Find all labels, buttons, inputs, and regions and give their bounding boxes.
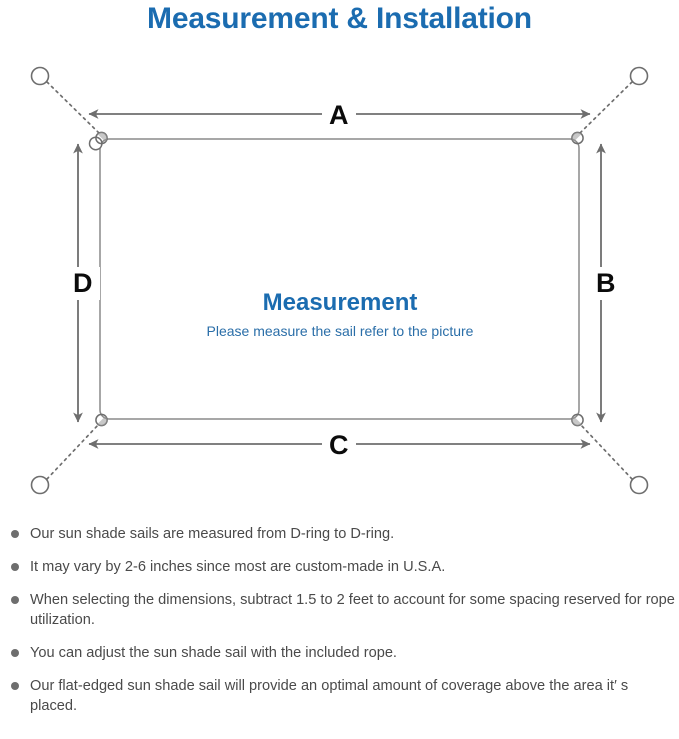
rope-line-bottom-right xyxy=(579,423,633,480)
anchor-ring-top-right xyxy=(629,66,649,86)
sail-shape xyxy=(99,138,580,420)
bullet-icon xyxy=(11,563,19,571)
d-ring-top-right xyxy=(571,131,584,145)
note-text: When selecting the dimensions, subtract … xyxy=(30,592,675,628)
rope-line-top-left xyxy=(46,81,100,134)
measurement-diagram: A C D B Measurement Please measure the s… xyxy=(0,48,679,518)
bullet-icon xyxy=(11,649,19,657)
page-title: Measurement & Installation xyxy=(147,2,532,35)
bullet-icon xyxy=(11,530,19,538)
notes-list: Our sun shade sails are measured from D-… xyxy=(0,524,679,729)
note-text: Our flat-edged sun shade sail will provi… xyxy=(30,678,629,714)
dimension-label-c: C xyxy=(322,429,356,462)
list-item: You can adjust the sun shade sail with t… xyxy=(0,643,679,663)
anchor-ring-bottom-right xyxy=(629,475,649,495)
diagram-canvas xyxy=(30,66,649,495)
anchor-ring-bottom-left xyxy=(30,475,50,495)
note-text: Our sun shade sails are measured from D-… xyxy=(30,526,395,542)
bullet-icon xyxy=(11,596,19,604)
list-item: It may vary by 2-6 inches since most are… xyxy=(0,557,679,577)
dimension-label-b: B xyxy=(589,267,623,300)
dimension-label-d: D xyxy=(66,267,100,300)
list-item: Our sun shade sails are measured from D-… xyxy=(0,524,679,544)
list-item: Our flat-edged sun shade sail will provi… xyxy=(0,676,679,716)
dimension-label-a: A xyxy=(322,99,356,132)
note-text: You can adjust the sun shade sail with t… xyxy=(30,645,397,661)
bullet-icon xyxy=(11,682,19,690)
note-text: It may vary by 2-6 inches since most are… xyxy=(30,559,446,575)
d-ring-top-left xyxy=(88,131,108,151)
rope-line-bottom-left xyxy=(46,423,100,480)
anchor-ring-top-left xyxy=(30,66,50,86)
rope-line-top-right xyxy=(579,81,633,134)
d-ring-bottom-right xyxy=(571,413,584,427)
d-ring-bottom-left xyxy=(95,413,108,427)
list-item: When selecting the dimensions, subtract … xyxy=(0,590,679,630)
